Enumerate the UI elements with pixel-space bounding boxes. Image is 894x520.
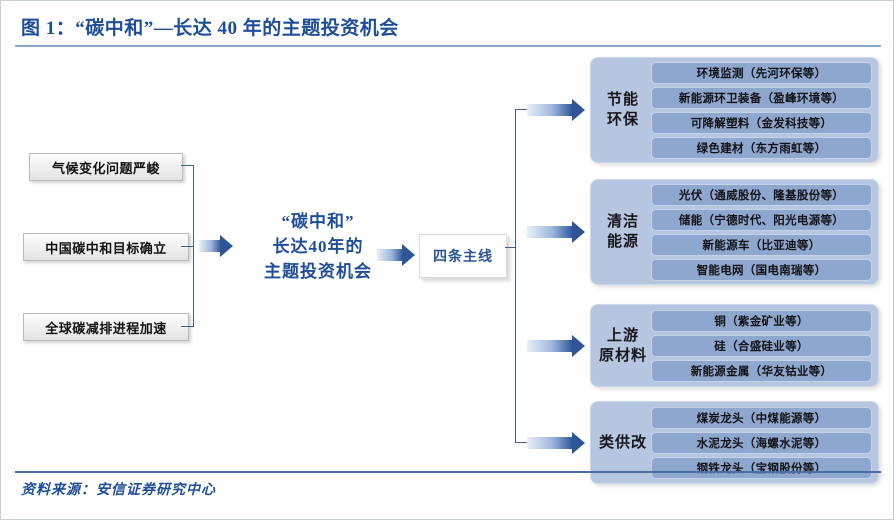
figure-title: 图 1：“碳中和”—长达 40 年的主题投资机会 (21, 18, 399, 39)
arrow-to-theme-1 (527, 99, 585, 121)
theme-item[interactable]: 可降解塑料（金发科技等） (651, 111, 872, 134)
driver-box-2: 中国碳中和目标确立 (23, 233, 189, 261)
theme-label-line-2: 环保 (606, 112, 639, 128)
arrow-head (572, 221, 585, 243)
theme-label-line-1: 类供改 (598, 434, 647, 451)
center-line-1: “碳中和” (281, 212, 355, 231)
theme-label-line-2: 能源 (606, 234, 639, 250)
center-headline: “碳中和” 长达40年的 主题投资机会 (233, 209, 403, 284)
theme-item[interactable]: 环境监测（先河环保等） (651, 61, 872, 84)
bracket-bottom-line (181, 326, 193, 327)
driver-box-1: 气候变化问题严峻 (29, 153, 183, 181)
theme-item-list: 环境监测（先河环保等） 新能源环卫装备（盈峰环境等） 可降解塑料（金发科技等） … (651, 61, 872, 159)
theme-label-line-1: 清洁 (606, 214, 639, 230)
driver-label-1: 气候变化问题严峻 (51, 160, 160, 176)
arrow-head (402, 244, 415, 266)
arrow-shaft (527, 226, 573, 238)
theme-item[interactable]: 智能电网（国电南瑞等） (651, 258, 872, 281)
branch-vertical-line (515, 109, 516, 443)
right-branch-connector (505, 109, 527, 443)
arrow-shaft (527, 437, 573, 449)
arrow-head (572, 99, 585, 121)
driver-label-3: 全球碳减排进程加速 (45, 320, 167, 336)
left-bracket-connector (181, 165, 201, 327)
theme-item[interactable]: 钢铁龙头（宝钢股份等） (651, 456, 872, 479)
arrow-to-theme-2 (527, 221, 585, 243)
theme-item[interactable]: 新能源环卫装备（盈峰环境等） (651, 86, 872, 109)
arrow-head (572, 335, 585, 357)
arrow-to-theme-4 (527, 432, 585, 454)
theme-item[interactable]: 煤炭龙头（中煤能源等） (651, 406, 872, 429)
theme-group-label: 节能 环保 (595, 90, 651, 130)
theme-item-list: 铜（紫金矿业等） 硅（合盛硅业等） 新能源金属（华友钴业等） (651, 309, 872, 382)
arrow-shaft (377, 249, 403, 261)
hub-box-four-lines: 四条主线 (419, 234, 507, 278)
branch-bottom-line (515, 442, 527, 443)
center-line-2: 长达40年的 (272, 237, 364, 256)
arrow-head (220, 235, 233, 257)
arrow-shaft (527, 340, 573, 352)
theme-item[interactable]: 水泥龙头（海螺水泥等） (651, 431, 872, 454)
theme-group-label: 清洁 能源 (595, 212, 651, 252)
theme-label-line-2: 原材料 (598, 347, 647, 364)
theme-item[interactable]: 新能源金属（华友钴业等） (651, 359, 872, 382)
theme-group-label: 上游 原材料 (595, 326, 651, 366)
theme-group-clean-energy: 清洁 能源 光伏（通威股份、隆基股份等） 储能（宁德时代、阳光电源等） 新能源车… (590, 179, 879, 285)
theme-item[interactable]: 光伏（通威股份、隆基股份等） (651, 183, 872, 206)
theme-group-label: 类供改 (595, 433, 651, 453)
theme-group-energy-saving: 节能 环保 环境监测（先河环保等） 新能源环卫装备（盈峰环境等） 可降解塑料（金… (590, 57, 879, 163)
theme-item[interactable]: 新能源车（比亚迪等） (651, 233, 872, 256)
driver-box-3: 全球碳减排进程加速 (23, 313, 189, 341)
bracket-stem-line (181, 246, 193, 247)
hub-label: 四条主线 (433, 250, 493, 265)
theme-label-line-1: 上游 (606, 327, 639, 344)
arrow-shaft (527, 104, 573, 116)
footer-divider (15, 471, 881, 473)
source-note: 资料来源：安信证券研究中心 (21, 483, 216, 498)
theme-item[interactable]: 绿色建材（东方雨虹等） (651, 136, 872, 159)
header-divider (15, 45, 881, 47)
driver-label-2: 中国碳中和目标确立 (45, 240, 167, 256)
arrow-to-theme-3 (527, 335, 585, 357)
bracket-top-line (181, 165, 193, 166)
theme-item[interactable]: 储能（宁德时代、阳光电源等） (651, 208, 872, 231)
bracket-vertical-line (193, 165, 194, 327)
theme-item-list: 光伏（通威股份、隆基股份等） 储能（宁德时代、阳光电源等） 新能源车（比亚迪等）… (651, 183, 872, 281)
arrow-shaft (199, 240, 221, 252)
arrow-drivers-to-center (199, 235, 233, 257)
theme-label-line-1: 节能 (606, 92, 639, 108)
branch-stem-line (505, 247, 516, 248)
arrow-center-to-hub (377, 244, 415, 266)
theme-item[interactable]: 铜（紫金矿业等） (651, 309, 872, 332)
branch-top-line (515, 109, 527, 110)
arrow-head (572, 432, 585, 454)
center-line-3: 主题投资机会 (264, 262, 372, 281)
theme-group-upstream-materials: 上游 原材料 铜（紫金矿业等） 硅（合盛硅业等） 新能源金属（华友钴业等） (590, 304, 879, 387)
theme-item-list: 煤炭龙头（中煤能源等） 水泥龙头（海螺水泥等） 钢铁龙头（宝钢股份等） (651, 406, 872, 479)
theme-item[interactable]: 硅（合盛硅业等） (651, 334, 872, 357)
